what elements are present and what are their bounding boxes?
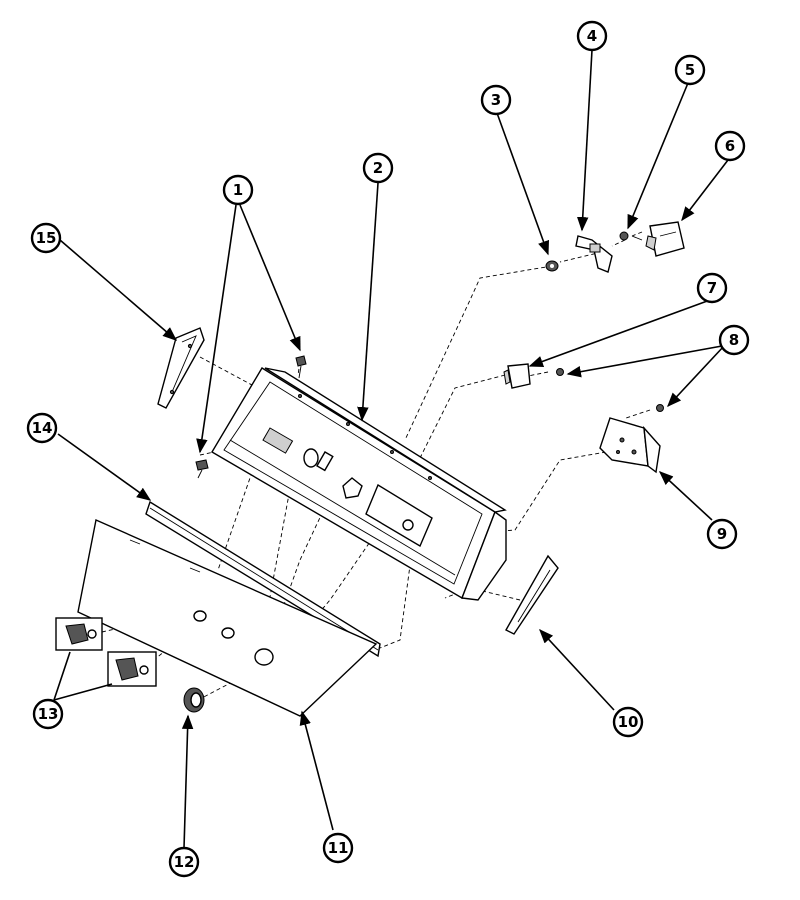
callout-12: 12 xyxy=(168,846,200,878)
svg-text:7: 7 xyxy=(707,279,717,297)
svg-text:3: 3 xyxy=(491,91,501,109)
small-screw xyxy=(619,231,629,241)
callout-15: 15 xyxy=(30,222,62,254)
callout-9: 9 xyxy=(706,518,738,550)
trim-strip xyxy=(145,500,381,658)
bracket xyxy=(575,235,613,273)
svg-text:1: 1 xyxy=(233,181,243,199)
small-switch xyxy=(503,363,531,389)
svg-text:15: 15 xyxy=(36,229,57,247)
callout-1: 1 xyxy=(222,174,254,206)
knobs-group xyxy=(55,617,157,687)
callout-8: 8 xyxy=(718,324,750,356)
callout-14: 14 xyxy=(26,412,58,444)
svg-text:13: 13 xyxy=(38,705,59,723)
front-graphic-panel xyxy=(77,519,378,717)
svg-text:9: 9 xyxy=(717,525,727,543)
round-knob xyxy=(183,687,205,713)
screws-8 xyxy=(556,368,664,412)
callout-7: 7 xyxy=(696,272,728,304)
left-end-cap xyxy=(157,327,205,409)
svg-text:4: 4 xyxy=(587,27,597,45)
switch xyxy=(631,221,685,257)
svg-text:2: 2 xyxy=(373,159,383,177)
right-end-cap xyxy=(505,554,559,635)
control-panel-housing xyxy=(211,367,507,601)
svg-text:5: 5 xyxy=(685,61,695,79)
callout-2: 2 xyxy=(362,152,394,184)
callout-10: 10 xyxy=(612,706,644,738)
screws xyxy=(195,355,307,479)
svg-text:10: 10 xyxy=(618,713,639,731)
callout-6: 6 xyxy=(714,130,746,162)
callout-11: 11 xyxy=(322,832,354,864)
svg-text:6: 6 xyxy=(725,137,735,155)
leader-lines xyxy=(53,49,729,849)
svg-text:11: 11 xyxy=(328,839,349,857)
callout-13: 13 xyxy=(32,698,64,730)
callout-4: 4 xyxy=(576,20,608,52)
svg-text:12: 12 xyxy=(174,853,195,871)
nut xyxy=(545,260,559,272)
svg-text:14: 14 xyxy=(32,419,53,437)
callout-3: 3 xyxy=(480,84,512,116)
svg-text:8: 8 xyxy=(729,331,739,349)
timer xyxy=(599,417,661,474)
callout-5: 5 xyxy=(674,54,706,86)
